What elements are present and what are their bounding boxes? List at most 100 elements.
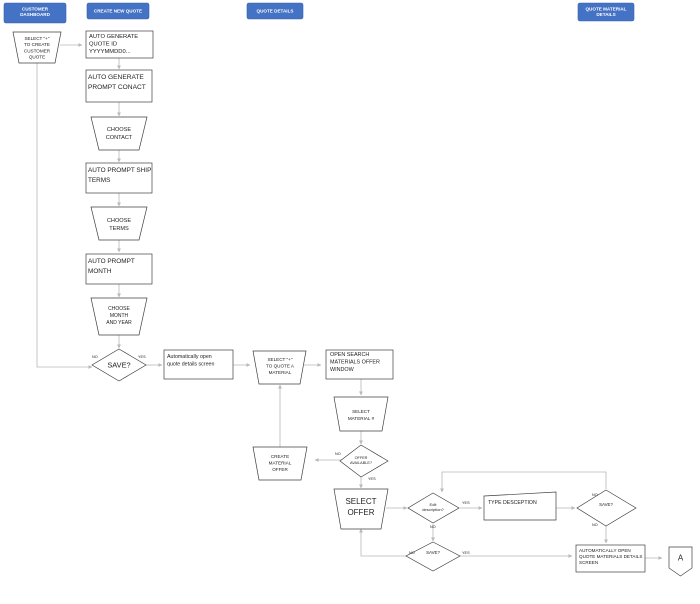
node-auto-prompt-ship-terms: AUTO PROMPT SHIP TERMS bbox=[85, 162, 153, 194]
node-text-line: CHOOSE bbox=[108, 306, 130, 312]
edge-label-edit-yes: YES bbox=[462, 501, 470, 505]
lane-header-label: CREATE NEW QUOTE bbox=[94, 9, 142, 14]
node-text-line: SELECT bbox=[352, 409, 370, 414]
node-text-line: WINDOW bbox=[330, 367, 355, 373]
svg-text:SAVE?: SAVE? bbox=[107, 361, 130, 370]
node-text-line: TO CREATE bbox=[24, 42, 50, 47]
node-text-line: OFFER bbox=[347, 508, 374, 517]
edge-label-offer-no: NO bbox=[335, 452, 341, 456]
node-text-line: QUOTE ID bbox=[89, 41, 117, 47]
node-text-line: MONTH bbox=[88, 268, 112, 275]
node-text-line: SELECT "+" bbox=[24, 36, 49, 41]
svg-text:SAVE?: SAVE? bbox=[426, 550, 440, 555]
node-text-line: description? bbox=[422, 507, 444, 512]
node-text-line: CUSTOMER bbox=[22, 7, 49, 12]
node-text-line: OFFER bbox=[355, 456, 368, 460]
node-text-line: QUOTE bbox=[29, 55, 45, 60]
node-text-line: AUTO PROMPT SHIP bbox=[88, 167, 151, 174]
node-text-line: TYPE DESCEPTION bbox=[488, 500, 537, 506]
node-auto-prompt-month: AUTO PROMPT MONTH bbox=[85, 253, 153, 285]
node-text-line: MATERIAL # bbox=[348, 416, 375, 421]
node-save-decision-3: SAVE? bbox=[405, 541, 461, 572]
node-text-line: MATERIALS OFFER bbox=[330, 360, 380, 366]
node-text-line: DASHBOARD bbox=[20, 12, 51, 17]
node-text-line: AUTO GENERATE bbox=[89, 34, 138, 40]
node-text-line: SAVE? bbox=[599, 502, 613, 507]
node-text-line: QUOTE DETAILS bbox=[257, 9, 294, 14]
node-save-decision-1: SAVE? bbox=[91, 348, 147, 382]
node-text-line: AVAILABLE? bbox=[350, 461, 372, 465]
node-select-material-number: SELECT MATERIAL # bbox=[333, 396, 389, 432]
node-text-line: TERMS bbox=[109, 226, 129, 232]
edge-label-save3-yes: YES bbox=[462, 551, 470, 555]
node-text-line: CUSTOMER bbox=[24, 48, 51, 53]
node-text-line: CONTACT bbox=[106, 135, 133, 141]
svg-text:SAVE?: SAVE? bbox=[599, 502, 613, 507]
node-text-line: MATERIAL bbox=[269, 461, 292, 466]
node-text-line: CHOOSE bbox=[107, 127, 132, 133]
lane-header-label: QUOTE DETAILS bbox=[257, 9, 294, 14]
node-save-decision-2: SAVE? bbox=[576, 489, 637, 527]
node-text-line: OPEN SEARCH bbox=[330, 352, 369, 358]
node-choose-contact: CHOOSE CONTACT bbox=[90, 116, 148, 151]
node-select-offer: SELECT OFFER bbox=[333, 488, 389, 530]
node-text-line: CHOOSE bbox=[107, 218, 132, 224]
node-text-line: MONTH bbox=[110, 313, 129, 319]
node-text-line: AUTO GENERATE bbox=[88, 74, 144, 81]
node-text-line: Edit bbox=[430, 502, 438, 507]
edge-label-save3-no: NO bbox=[409, 551, 415, 555]
node-text-line: SCREEN bbox=[579, 560, 598, 565]
edge-label-save1-yes: YES bbox=[138, 355, 146, 359]
node-text-line: DETAILS bbox=[596, 12, 615, 17]
node-text-line: AUTO PROMPT bbox=[88, 258, 135, 265]
node-text-line: A bbox=[678, 554, 684, 563]
node-text-line: YYYYMMDD0... bbox=[89, 49, 131, 55]
node-text-line: Automatically open bbox=[167, 354, 212, 360]
edge-label-save2-no: NO bbox=[592, 493, 598, 497]
node-text-line: SELECT bbox=[345, 497, 376, 506]
node-text-line: QUOTE MATERIALS DETAILS bbox=[579, 554, 642, 559]
node-text-line: TERMS bbox=[88, 177, 110, 184]
node-text-line: AUTOMATICALLY OPEN bbox=[579, 548, 631, 553]
node-text-line: AND YEAR bbox=[106, 320, 132, 326]
node-text-line: CREATE NEW QUOTE bbox=[94, 9, 142, 14]
node-text-line: CREATE bbox=[271, 454, 289, 459]
node-text-line: SELECT "+" bbox=[267, 357, 292, 362]
node-text-line: TO QUOTE A bbox=[266, 363, 295, 368]
node-text-line: SAVE? bbox=[426, 550, 440, 555]
edge-label-offer-yes: YES bbox=[368, 477, 376, 481]
edge-labels: NO YES NO YES YES NO NO NO NO YES bbox=[92, 355, 598, 555]
node-offpage-connector-a: A bbox=[668, 546, 693, 577]
